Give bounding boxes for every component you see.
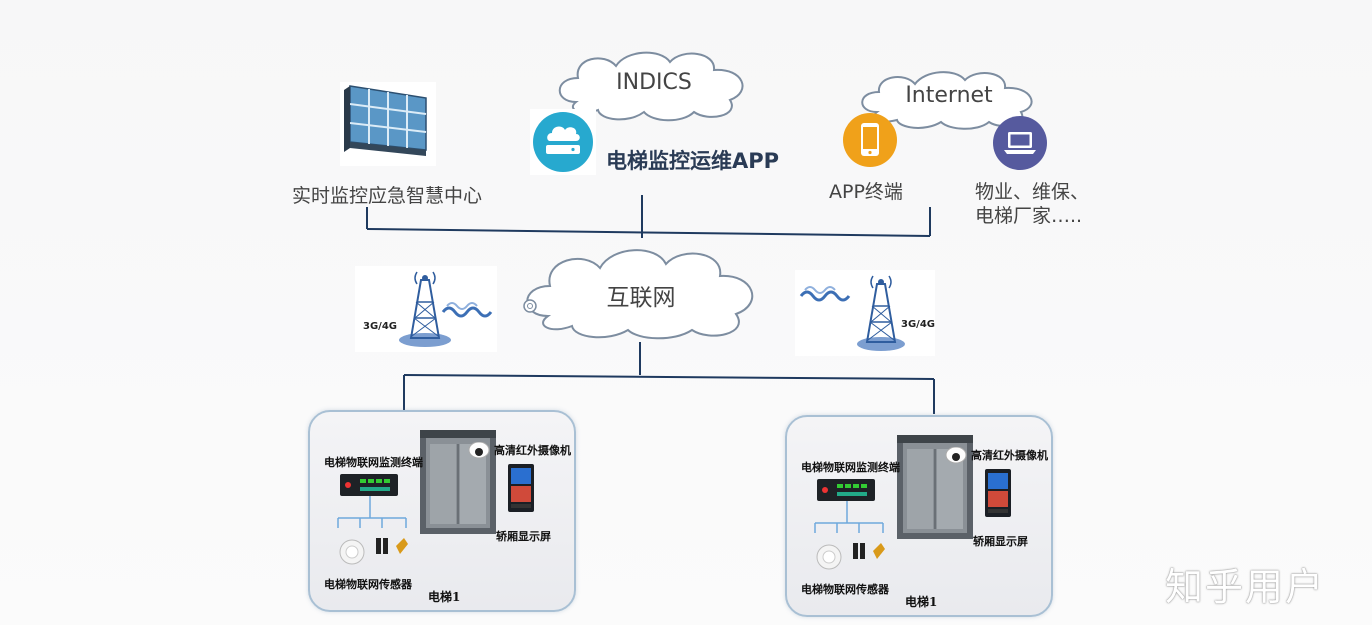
monitoring-terminal-device <box>817 479 875 501</box>
monitoring-terminal-device <box>340 474 398 496</box>
sensors-label: 电梯物联网传感器 <box>801 583 889 596</box>
internet-cloud: Internet <box>851 66 1047 130</box>
camera-label: 高清红外摄像机 <box>494 444 571 457</box>
smartphone-icon <box>841 111 899 169</box>
camera-label: 高清红外摄像机 <box>971 449 1048 462</box>
display-label: 轿厢显示屏 <box>496 530 551 543</box>
dome-camera-icon <box>945 447 967 464</box>
control-center-label: 实时监控应急智慧中心 <box>292 185 483 207</box>
app-cloud-server-icon <box>530 109 596 175</box>
indics-cloud: INDICS <box>548 46 760 122</box>
terminal-label: 电梯物联网监测终端 <box>324 456 423 469</box>
network-cloud: 互联网 <box>514 242 768 342</box>
indics-label: INDICS <box>616 70 692 95</box>
elevator-car-image <box>897 435 973 539</box>
dome-camera-icon <box>468 442 490 459</box>
sensors-label: 电梯物联网传感器 <box>324 578 412 591</box>
sensor-tree <box>337 496 408 565</box>
stakeholders-label-line1: 物业、维保、 <box>975 181 1090 203</box>
cell-tower-left: 3G/4G <box>355 266 497 352</box>
terminal-label: 电梯物联网监测终端 <box>801 461 900 474</box>
video-wall-icon <box>340 82 436 166</box>
app-terminal-label: APP终端 <box>829 181 903 203</box>
car-display-screen <box>985 469 1011 517</box>
display-label: 轿厢显示屏 <box>973 535 1028 548</box>
tower-left-label: 3G/4G <box>363 321 397 332</box>
laptop-icon <box>991 114 1049 172</box>
sensor-tree <box>814 501 885 570</box>
elevator-panel-left: 高清红外摄像机 电梯物联网监测终端 轿厢显示屏 电梯物联网传感器 电梯1 <box>308 410 576 612</box>
elevator-name: 电梯1 <box>428 590 461 604</box>
cell-tower-right: 3G/4G <box>795 270 935 356</box>
watermark: 知乎用户 <box>1165 565 1326 609</box>
internet-label: Internet <box>905 83 993 108</box>
car-display-screen <box>508 464 534 512</box>
elevator-name: 电梯1 <box>905 595 938 609</box>
tower-right-label: 3G/4G <box>901 319 935 330</box>
elevator-panel-right: 高清红外摄像机 电梯物联网监测终端 轿厢显示屏 电梯物联网传感器 电梯1 <box>785 415 1053 617</box>
stakeholders-label-line2: 电梯厂家….. <box>975 205 1083 227</box>
network-label: 互联网 <box>606 285 676 311</box>
app-title: 电梯监控运维APP <box>606 149 780 173</box>
